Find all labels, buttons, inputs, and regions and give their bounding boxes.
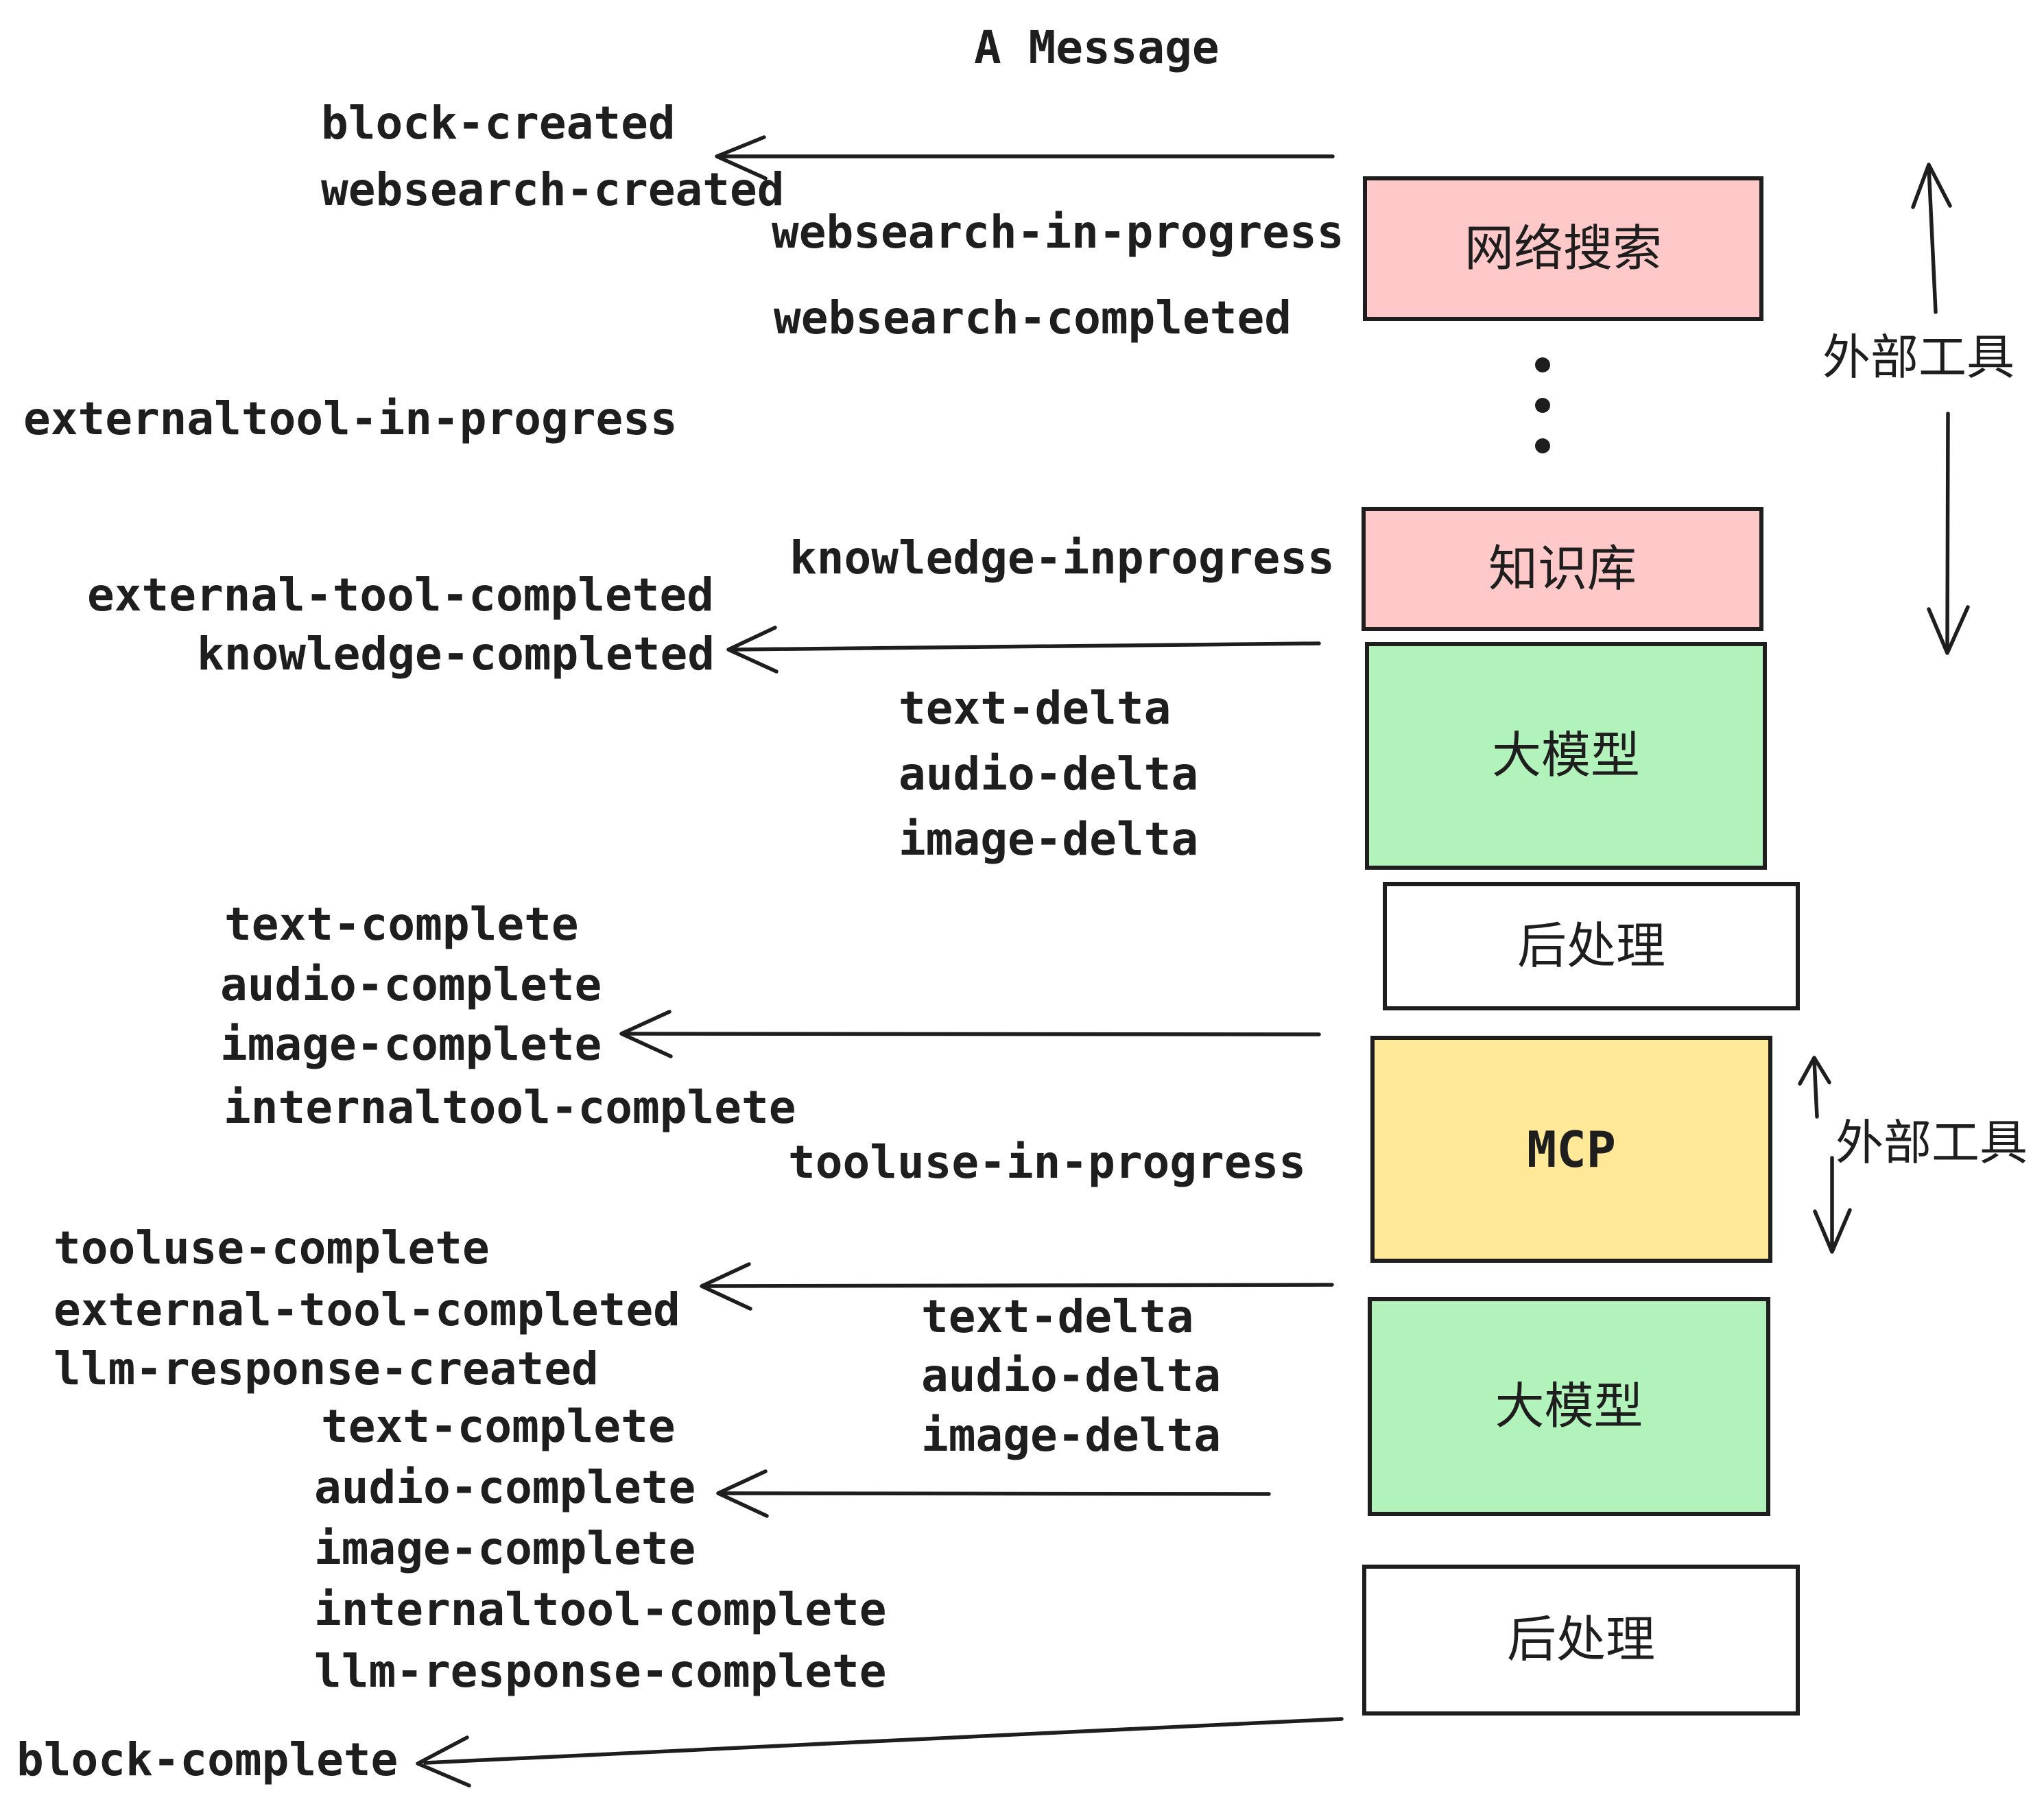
- event-llm-response-created: llm-response-created: [54, 1342, 599, 1395]
- node-postprocess-1: 后处理: [1383, 882, 1800, 1010]
- node-websearch: 网络搜索: [1363, 176, 1763, 321]
- node-postprocess-2: 后处理: [1362, 1565, 1800, 1716]
- node-knowledge-label: 知识库: [1488, 541, 1637, 597]
- node-mcp: MCP: [1370, 1036, 1772, 1263]
- node-postprocess-2-label: 后处理: [1506, 1613, 1655, 1667]
- event-audio-complete-2: audio-complete: [314, 1461, 696, 1514]
- event-image-delta-2: image-delta: [921, 1409, 1222, 1462]
- arrow-to-tooluse-complete: [703, 1283, 1334, 1288]
- node-postprocess-1-label: 后处理: [1517, 918, 1665, 974]
- ellipsis-dot-1: [1535, 357, 1550, 372]
- node-llm-1-label: 大模型: [1491, 728, 1640, 783]
- external-tools-label-bottom: 外部工具: [1835, 1116, 2028, 1170]
- event-audio-delta-1: audio-delta: [899, 748, 1199, 800]
- event-block-created: block-created: [321, 97, 676, 150]
- node-mcp-label: MCP: [1526, 1120, 1617, 1178]
- event-internaltool-complete-2: internaltool-complete: [314, 1583, 887, 1636]
- arrow-to-knowledge-completed: [729, 641, 1321, 652]
- event-tooluse-complete: tooluse-complete: [54, 1222, 490, 1274]
- event-image-delta-1: image-delta: [899, 813, 1199, 866]
- event-text-complete-1: text-complete: [224, 898, 579, 951]
- node-llm-1: 大模型: [1365, 642, 1767, 870]
- ellipsis-dot-3: [1535, 438, 1550, 453]
- external-tools-down-arrow-1: [1945, 412, 1950, 652]
- arrow-to-knowledge-completed-head: [726, 626, 779, 674]
- event-text-delta-1: text-delta: [899, 682, 1172, 735]
- node-knowledge: 知识库: [1362, 507, 1763, 631]
- external-tools-up-arrow-2: [1812, 1058, 1819, 1119]
- event-block-complete: block-complete: [16, 1733, 399, 1786]
- arrow-to-audio-complete-2: [720, 1491, 1271, 1496]
- external-tools-up-arrow-2-head: [1798, 1056, 1831, 1086]
- node-llm-2-label: 大模型: [1495, 1379, 1643, 1434]
- event-external-tool-completed-1: external-tool-completed: [87, 569, 714, 621]
- ellipsis-dot-2: [1535, 398, 1550, 413]
- event-text-delta-2: text-delta: [921, 1290, 1194, 1343]
- event-websearch-created: websearch-created: [321, 163, 785, 216]
- event-audio-complete-1: audio-complete: [220, 958, 602, 1011]
- arrow-to-tooluse-complete-head: [700, 1262, 752, 1311]
- event-knowledge-inprogress: knowledge-inprogress: [789, 532, 1335, 584]
- page-title: A Message: [974, 21, 1220, 74]
- arrow-to-image-complete-1-head: [619, 1010, 673, 1058]
- event-internaltool-complete-1: internaltool-complete: [224, 1081, 796, 1134]
- external-tools-down-arrow-1-head: [1927, 605, 1970, 655]
- event-external-tool-completed-2: external-tool-completed: [54, 1283, 680, 1336]
- event-text-complete-2: text-complete: [321, 1400, 676, 1453]
- arrow-to-block-complete: [423, 1717, 1344, 1765]
- event-llm-response-complete: llm-response-complete: [314, 1645, 887, 1698]
- external-tools-up-arrow-1: [1927, 165, 1938, 314]
- arrow-to-websearch-created-head: [715, 135, 768, 180]
- event-tooluse-in-progress: tooluse-in-progress: [788, 1136, 1306, 1189]
- node-llm-2: 大模型: [1368, 1297, 1770, 1516]
- arrow-to-block-complete-head: [416, 1735, 471, 1788]
- event-image-complete-1: image-complete: [220, 1018, 602, 1071]
- external-tools-down-arrow-2-head: [1813, 1208, 1852, 1254]
- event-externaltool-in-progress: externaltool-in-progress: [23, 392, 678, 445]
- event-image-complete-2: image-complete: [314, 1522, 696, 1575]
- external-tools-label-top: 外部工具: [1822, 331, 2015, 384]
- event-websearch-in-progress: websearch-in-progress: [772, 206, 1344, 259]
- external-tools-up-arrow-1-head: [1911, 163, 1952, 209]
- arrow-to-audio-complete-2-head: [716, 1469, 769, 1518]
- node-websearch-label: 网络搜索: [1464, 221, 1662, 276]
- event-websearch-completed: websearch-completed: [774, 292, 1292, 344]
- event-audio-delta-2: audio-delta: [921, 1349, 1222, 1402]
- event-knowledge-completed: knowledge-completed: [197, 628, 715, 680]
